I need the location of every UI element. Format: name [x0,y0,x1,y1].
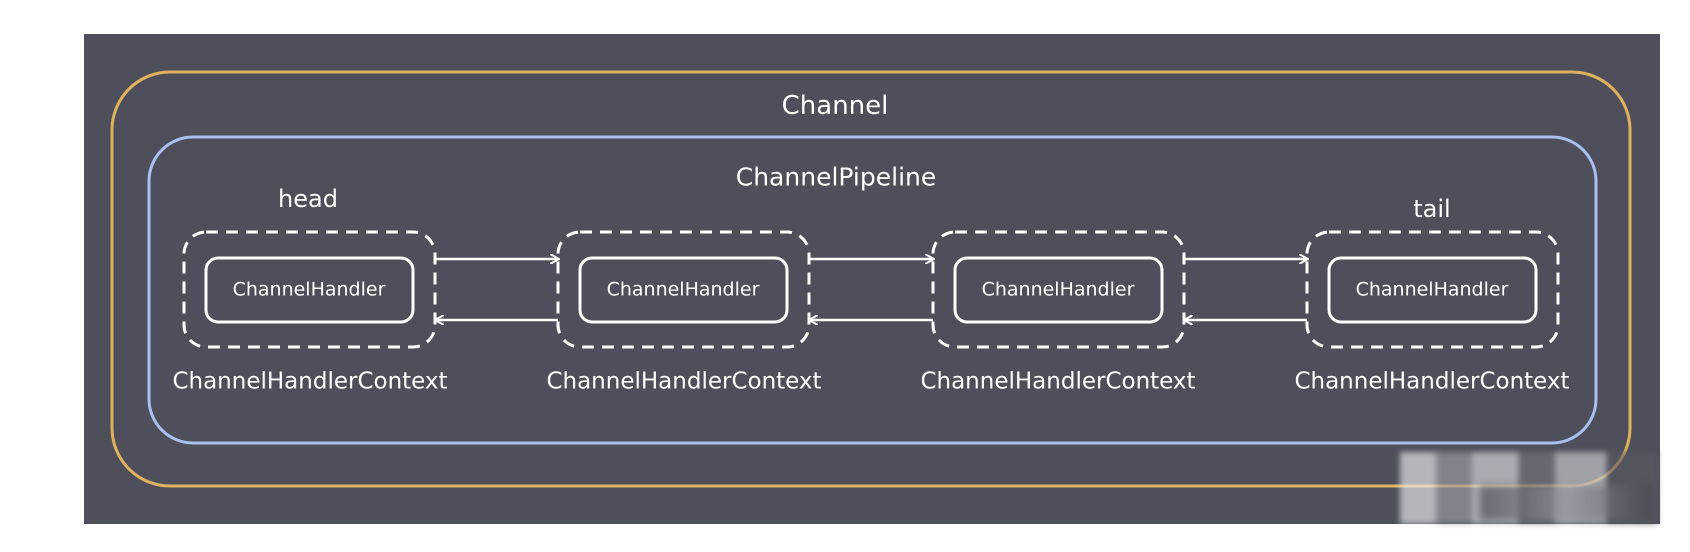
context-box-3 [931,230,1186,349]
handler-label-3: ChannelHandler [981,278,1135,301]
channel-boundary [110,70,1632,488]
context-box-2 [556,230,811,349]
context-label-head: ChannelHandlerContext [172,368,448,395]
handler-box-2 [578,256,789,324]
context-label-2: ChannelHandlerContext [546,368,822,395]
watermark-blur-dark [1480,486,1650,520]
channel-label: Channel [781,91,889,121]
handler-label-head: ChannelHandler [232,278,386,301]
context-label-3: ChannelHandlerContext [920,368,1196,395]
pipeline-label: ChannelPipeline [735,162,937,192]
handler-box-head [204,256,415,324]
tail-label: tail [1413,195,1451,223]
context-label-tail: ChannelHandlerContext [1294,368,1570,395]
handler-label-2: ChannelHandler [606,278,760,301]
handler-box-tail [1327,256,1538,324]
context-box-tail [1305,230,1560,349]
context-box-head [182,230,437,349]
head-label: head [278,185,338,213]
pipeline-boundary [147,135,1598,445]
handler-box-3 [953,256,1164,324]
handler-label-tail: ChannelHandler [1355,278,1509,301]
